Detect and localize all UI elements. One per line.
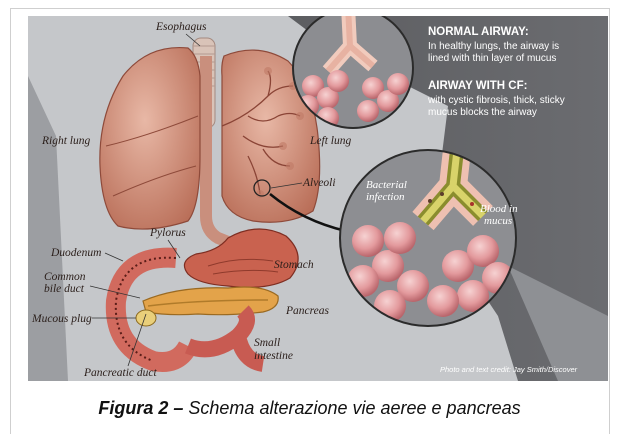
caption-text: Schema alterazione vie aeree e pancreas [183, 398, 520, 418]
label-bacterial-infection-2: infection [366, 191, 405, 203]
bacteria-dot [428, 199, 432, 203]
label-duodenum: Duodenum [50, 247, 101, 259]
mucous-plug [136, 310, 156, 326]
photo-credit: Photo and text credit: Jay Smith/Discove… [440, 365, 578, 374]
normal-airway-line-1: In healthy lungs, the airway is [428, 41, 559, 52]
label-pancreas: Pancreas [285, 305, 330, 317]
cf-illustration: Esophagus Right lung Left lung Alveoli P… [28, 16, 608, 381]
figure-caption: Figura 2 – Schema alterazione vie aeree … [0, 398, 619, 419]
label-stomach: Stomach [274, 259, 314, 271]
label-blood-in-mucus-1: Blood in [480, 203, 518, 215]
label-bacterial-infection-1: Bacterial [366, 179, 407, 191]
normal-airway-title: NORMAL AIRWAY: [428, 26, 529, 38]
caption-number: Figura 2 – [98, 398, 183, 418]
label-alveoli: Alveoli [302, 177, 336, 189]
label-small-intestine-2: intestine [254, 350, 293, 362]
label-pylorus: Pylorus [149, 227, 186, 239]
label-common-bile-duct-2: bile duct [44, 283, 85, 295]
label-pancreatic-duct: Pancreatic duct [83, 367, 158, 379]
cf-airway-line-1: with cystic fibrosis, thick, sticky [427, 95, 565, 106]
cf-airway-title: AIRWAY WITH CF: [428, 80, 527, 92]
label-esophagus: Esophagus [155, 21, 207, 33]
label-small-intestine-1: Small [254, 337, 280, 349]
label-blood-in-mucus-2: mucus [484, 215, 512, 227]
label-common-bile-duct-1: Common [44, 271, 86, 283]
label-left-lung: Left lung [309, 135, 351, 147]
label-mucous-plug: Mucous plug [31, 313, 92, 325]
cf-airway-line-2: mucus blocks the airway [428, 107, 537, 118]
label-right-lung: Right lung [41, 135, 90, 147]
normal-airway-line-2: lined with thin layer of mucus [428, 53, 556, 64]
